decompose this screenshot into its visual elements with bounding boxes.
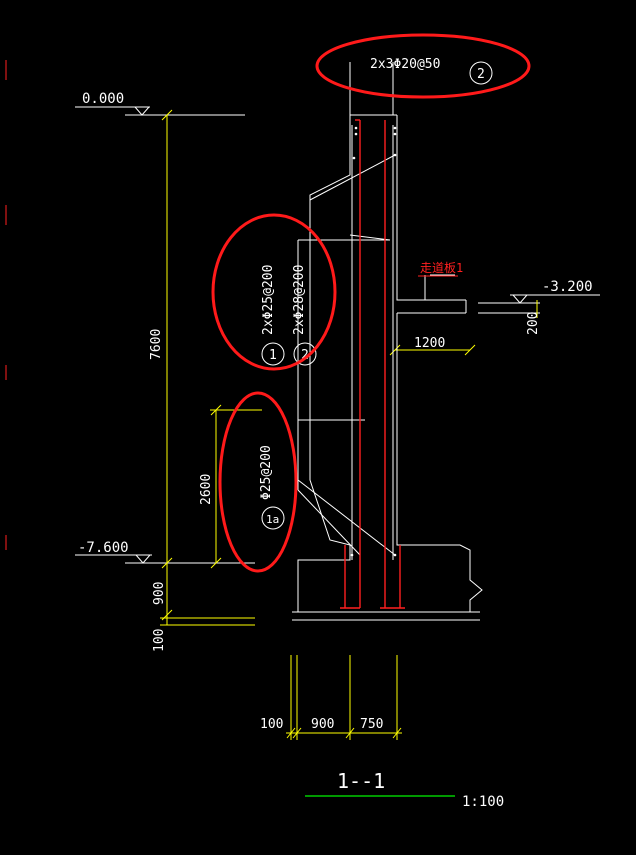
rebar-mark-1: 1 bbox=[269, 348, 277, 363]
dimension-lines bbox=[160, 109, 538, 740]
dim-base-100: 100 bbox=[260, 717, 283, 732]
rebar-top-mark: 2 bbox=[477, 67, 485, 82]
dim-slab-length: 1200 bbox=[414, 336, 445, 351]
highlight-lower-rebar bbox=[218, 391, 298, 573]
highlight-top-rebar bbox=[315, 33, 531, 99]
dim-footing-thickness: 900 bbox=[152, 582, 167, 605]
dim-base-750: 750 bbox=[360, 717, 383, 732]
highlight-middle-rebar bbox=[211, 213, 337, 371]
elevation-bottom-marker bbox=[75, 554, 255, 564]
rebar-label-1: 2xΦ25@200 bbox=[261, 265, 276, 335]
dim-base-900: 900 bbox=[311, 717, 334, 732]
elevation-top-label: 0.000 bbox=[82, 91, 124, 107]
dim-total-height: 7600 bbox=[149, 329, 164, 360]
rebar-lower-mark-circle bbox=[261, 506, 285, 530]
elevation-slab-marker bbox=[478, 294, 600, 314]
dim-cushion: 100 bbox=[152, 629, 167, 652]
rebar-dots bbox=[350, 126, 397, 557]
section-scale: 1:100 bbox=[462, 794, 504, 810]
rebar-white bbox=[297, 62, 455, 560]
rebar-label-2: 2xΦ28@200 bbox=[292, 265, 307, 335]
rebar-top-mark-circle bbox=[469, 61, 493, 85]
highlight-annotations bbox=[211, 33, 531, 573]
rebar-top-label: 2x3Φ20@50 bbox=[370, 57, 440, 72]
elevation-slab-label: -3.200 bbox=[542, 279, 593, 295]
elevation-bottom-label: -7.600 bbox=[78, 540, 129, 556]
rebar-mark-2: 2 bbox=[301, 348, 309, 363]
wall-outline bbox=[292, 114, 483, 621]
dim-lower-rebar: 2600 bbox=[199, 474, 214, 505]
rebar-mark-1-circle bbox=[261, 342, 285, 366]
rebar-lower-label: Φ25@200 bbox=[259, 445, 274, 500]
elevation-top-marker bbox=[75, 106, 245, 116]
rebar-lower-mark: 1a bbox=[266, 513, 279, 526]
dim-slab-thickness: 200 bbox=[526, 312, 541, 335]
rebar-mark-2-circle bbox=[293, 342, 317, 366]
rebar-red bbox=[340, 119, 405, 609]
section-title: 1--1 bbox=[337, 769, 385, 793]
slab-label: 走道板1 bbox=[420, 261, 463, 275]
